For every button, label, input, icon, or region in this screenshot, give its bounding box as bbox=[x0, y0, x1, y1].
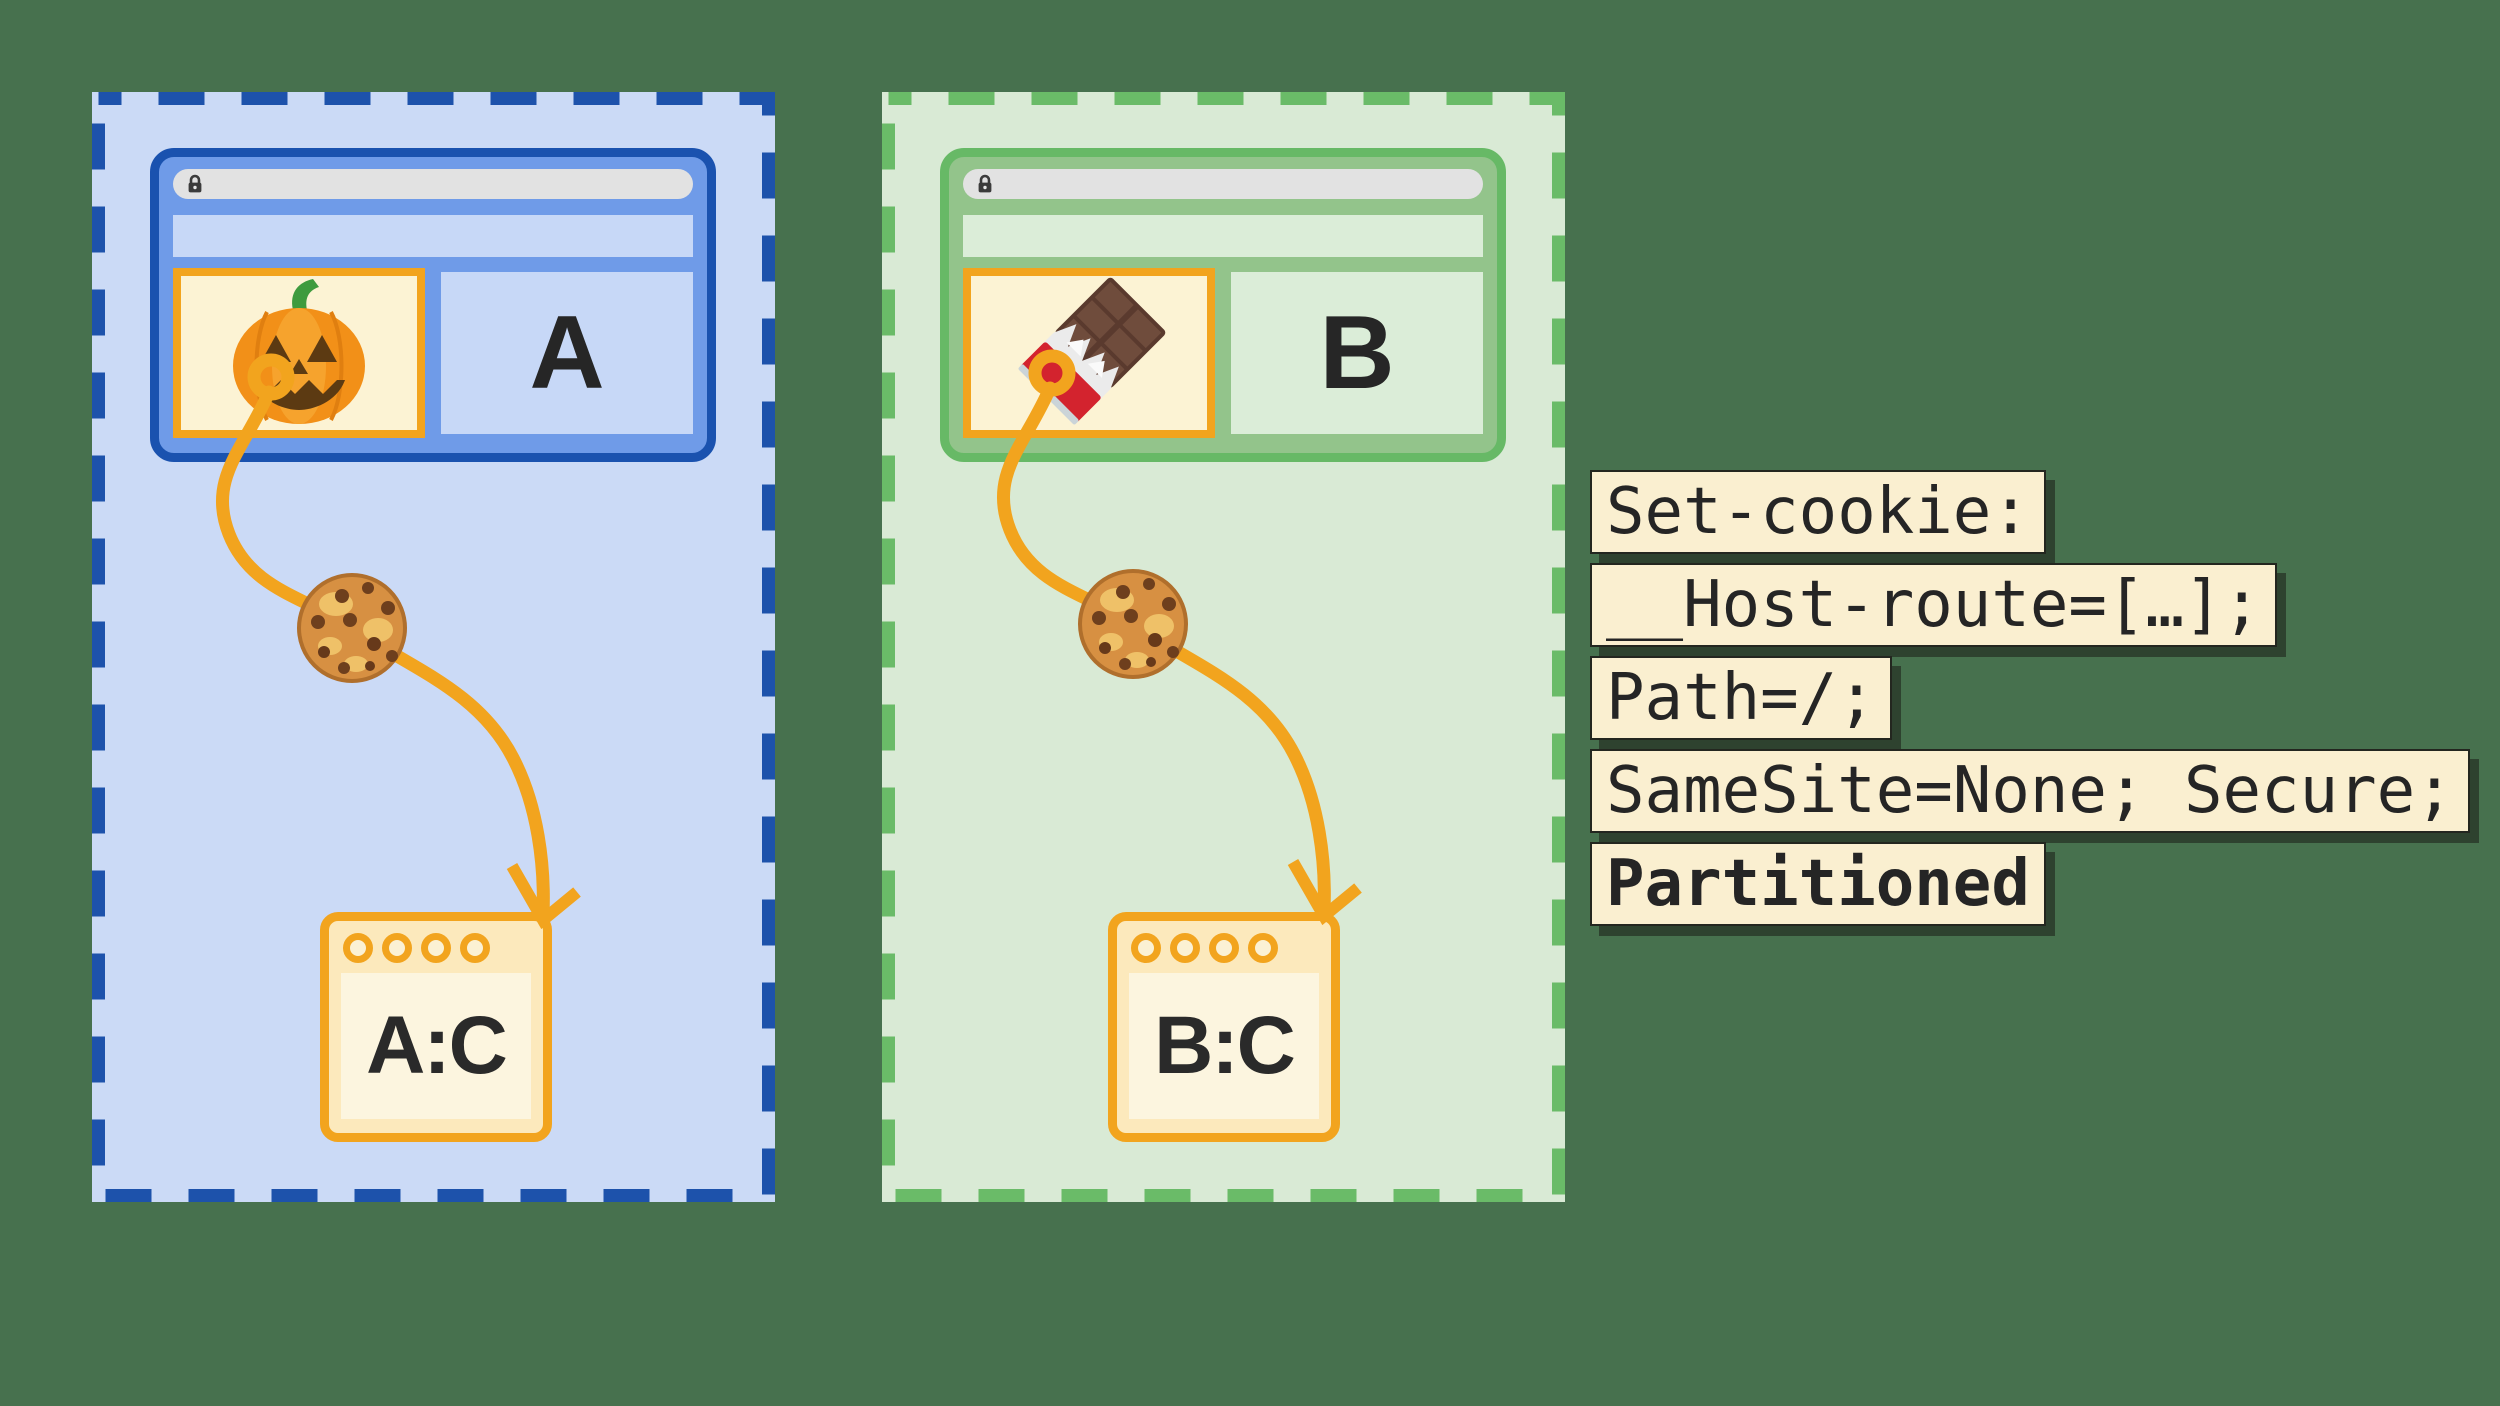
lock-icon bbox=[188, 174, 202, 193]
partition-panel-site-b: B B:C bbox=[882, 92, 1565, 1202]
third-party-iframe-embed bbox=[963, 268, 1215, 438]
code-line: Path=/; bbox=[1590, 656, 1892, 740]
jar-window-dots bbox=[343, 933, 490, 963]
browser-window-site-a: A bbox=[150, 148, 716, 462]
site-letter-label: B bbox=[1231, 272, 1483, 434]
partition-key-label: A:C bbox=[341, 973, 531, 1119]
code-line: SameSite=None; Secure; bbox=[1590, 749, 2470, 833]
browser-window-site-b: B bbox=[940, 148, 1506, 462]
site-letter-label: A bbox=[441, 272, 693, 434]
page-content-row bbox=[173, 215, 693, 257]
chocolate-bar-icon bbox=[1018, 277, 1166, 425]
partition-panel-site-a: A A:C bbox=[92, 92, 775, 1202]
partition-key-label: B:C bbox=[1129, 973, 1319, 1119]
partitioned-cookie-jar-site-a: A:C bbox=[320, 912, 552, 1142]
code-line: Partitioned bbox=[1590, 842, 2046, 926]
code-line: __Host-route=[…]; bbox=[1590, 563, 2278, 647]
jar-window-dots bbox=[1131, 933, 1278, 963]
third-party-iframe-embed bbox=[173, 268, 425, 438]
lock-icon bbox=[978, 174, 992, 193]
set-cookie-header-code: Set-cookie: __Host-route=[…]; Path=/; Sa… bbox=[1590, 470, 2470, 926]
pumpkin-icon bbox=[233, 279, 365, 424]
url-bar bbox=[963, 169, 1483, 199]
url-bar bbox=[173, 169, 693, 199]
partitioned-cookie-jar-site-b: B:C bbox=[1108, 912, 1340, 1142]
page-content-row bbox=[963, 215, 1483, 257]
code-line: Set-cookie: bbox=[1590, 470, 2046, 554]
